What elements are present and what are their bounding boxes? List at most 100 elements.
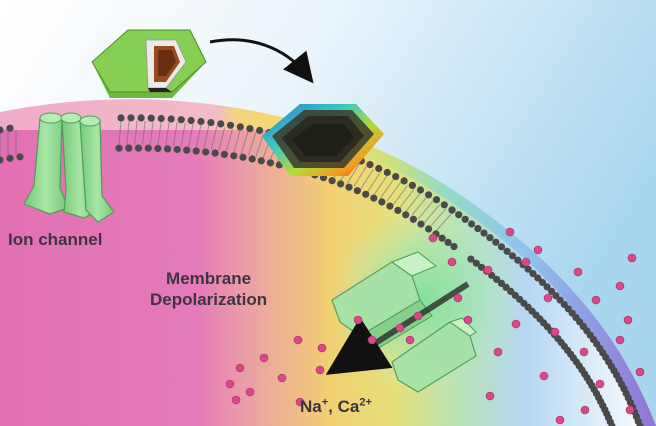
- lipid-tail: [180, 122, 186, 147]
- lipid-head: [408, 181, 416, 189]
- ion-dot: [627, 253, 637, 263]
- lipid-head: [492, 238, 500, 246]
- lipid-head: [392, 173, 400, 181]
- lipid-head: [538, 278, 547, 286]
- lipid-head: [378, 198, 386, 206]
- ion-dot: [635, 367, 645, 377]
- lipid-tail: [423, 204, 441, 224]
- lipid-tail: [255, 134, 264, 157]
- lipid-tail: [134, 120, 138, 146]
- lipid-head: [448, 206, 456, 214]
- lipid-head: [217, 120, 225, 128]
- lipid-tail: [157, 121, 162, 146]
- lipid-head: [144, 144, 152, 152]
- lipid-head: [220, 150, 228, 158]
- lipid-head: [366, 161, 374, 169]
- lipid-head: [440, 201, 448, 209]
- lipid-tail: [172, 122, 178, 147]
- lipid-head: [115, 144, 123, 152]
- ions-separator: , Ca: [328, 397, 360, 416]
- lipid-head: [486, 234, 494, 242]
- lipid-tail: [373, 175, 388, 196]
- ion-dot: [615, 335, 625, 345]
- lipid-tail: [240, 131, 249, 155]
- lipid-head: [337, 180, 345, 188]
- ion-dot: [539, 371, 549, 381]
- lipid-head: [173, 145, 181, 154]
- lipid-tail: [233, 129, 241, 153]
- ion-dot: [225, 379, 235, 389]
- lipid-head: [455, 211, 463, 219]
- lipid-head: [543, 283, 551, 291]
- ion-dot: [591, 295, 601, 305]
- ion-dot: [483, 265, 493, 275]
- lipid-head: [239, 153, 247, 161]
- lipid-tail: [218, 127, 226, 151]
- lipid-head: [266, 159, 274, 167]
- ion-dot: [595, 379, 605, 389]
- lipid-head: [493, 275, 501, 283]
- ion-channel-label: Ion channel: [8, 230, 103, 249]
- lipid-tail: [149, 121, 154, 146]
- lipid-head: [6, 154, 14, 162]
- ion-dot: [493, 347, 503, 357]
- lipid-head: [246, 125, 254, 133]
- lipid-head: [6, 124, 14, 132]
- lipid-tail: [118, 120, 122, 146]
- lipid-tail: [366, 171, 381, 193]
- lipid-head: [402, 211, 410, 219]
- ion-dot: [293, 335, 303, 345]
- lipid-head: [345, 183, 353, 191]
- lipid-head: [529, 270, 537, 278]
- lipid-tail: [126, 120, 130, 146]
- ion-dot: [623, 315, 633, 325]
- lipid-head: [409, 215, 417, 223]
- lipid-head: [450, 243, 458, 251]
- ion-dot: [395, 323, 405, 333]
- lipid-head: [477, 263, 486, 271]
- lipid-head: [375, 164, 383, 173]
- lipid-head: [497, 243, 506, 251]
- lipid-tail: [188, 123, 194, 148]
- ion-dot: [485, 391, 495, 401]
- lipid-head: [117, 114, 125, 122]
- lipid-head: [127, 114, 135, 122]
- lipid-head: [137, 114, 145, 122]
- lipid-head: [328, 177, 336, 185]
- lipid-head: [177, 116, 185, 124]
- lipid-head: [157, 114, 165, 123]
- lipid-tail: [210, 126, 218, 150]
- lipid-tail: [165, 121, 170, 146]
- lipid-head: [154, 144, 162, 153]
- ion-dot: [245, 387, 255, 397]
- lipid-tail: [429, 208, 447, 228]
- lipid-head: [370, 194, 378, 202]
- lipid-tail: [379, 178, 395, 199]
- lipid-head: [353, 187, 361, 195]
- lipid-tail: [195, 124, 202, 149]
- nanoparticle-core-shell-icon: [91, 29, 207, 98]
- lipid-head: [125, 144, 133, 152]
- ion-dot: [315, 365, 325, 375]
- ion-dot: [428, 233, 438, 243]
- ion-dot: [615, 281, 625, 291]
- lipid-head: [248, 155, 256, 163]
- ion-dot: [550, 327, 560, 337]
- lipid-head: [147, 114, 155, 122]
- ion-dot: [533, 245, 543, 255]
- ion-dot: [505, 227, 515, 237]
- lipid-head: [197, 117, 205, 126]
- lipid-tail: [392, 185, 408, 206]
- lipid-head: [134, 144, 143, 152]
- lipid-head: [236, 123, 244, 131]
- lipid-tail: [353, 165, 367, 187]
- lipid-head: [508, 252, 517, 260]
- lipid-head: [467, 255, 475, 263]
- lipid-head: [534, 274, 542, 282]
- lipid-tail: [225, 128, 233, 152]
- lipid-head: [187, 116, 195, 125]
- lipid-head: [394, 206, 402, 214]
- lipid-head: [256, 126, 264, 135]
- lipid-head: [192, 147, 200, 155]
